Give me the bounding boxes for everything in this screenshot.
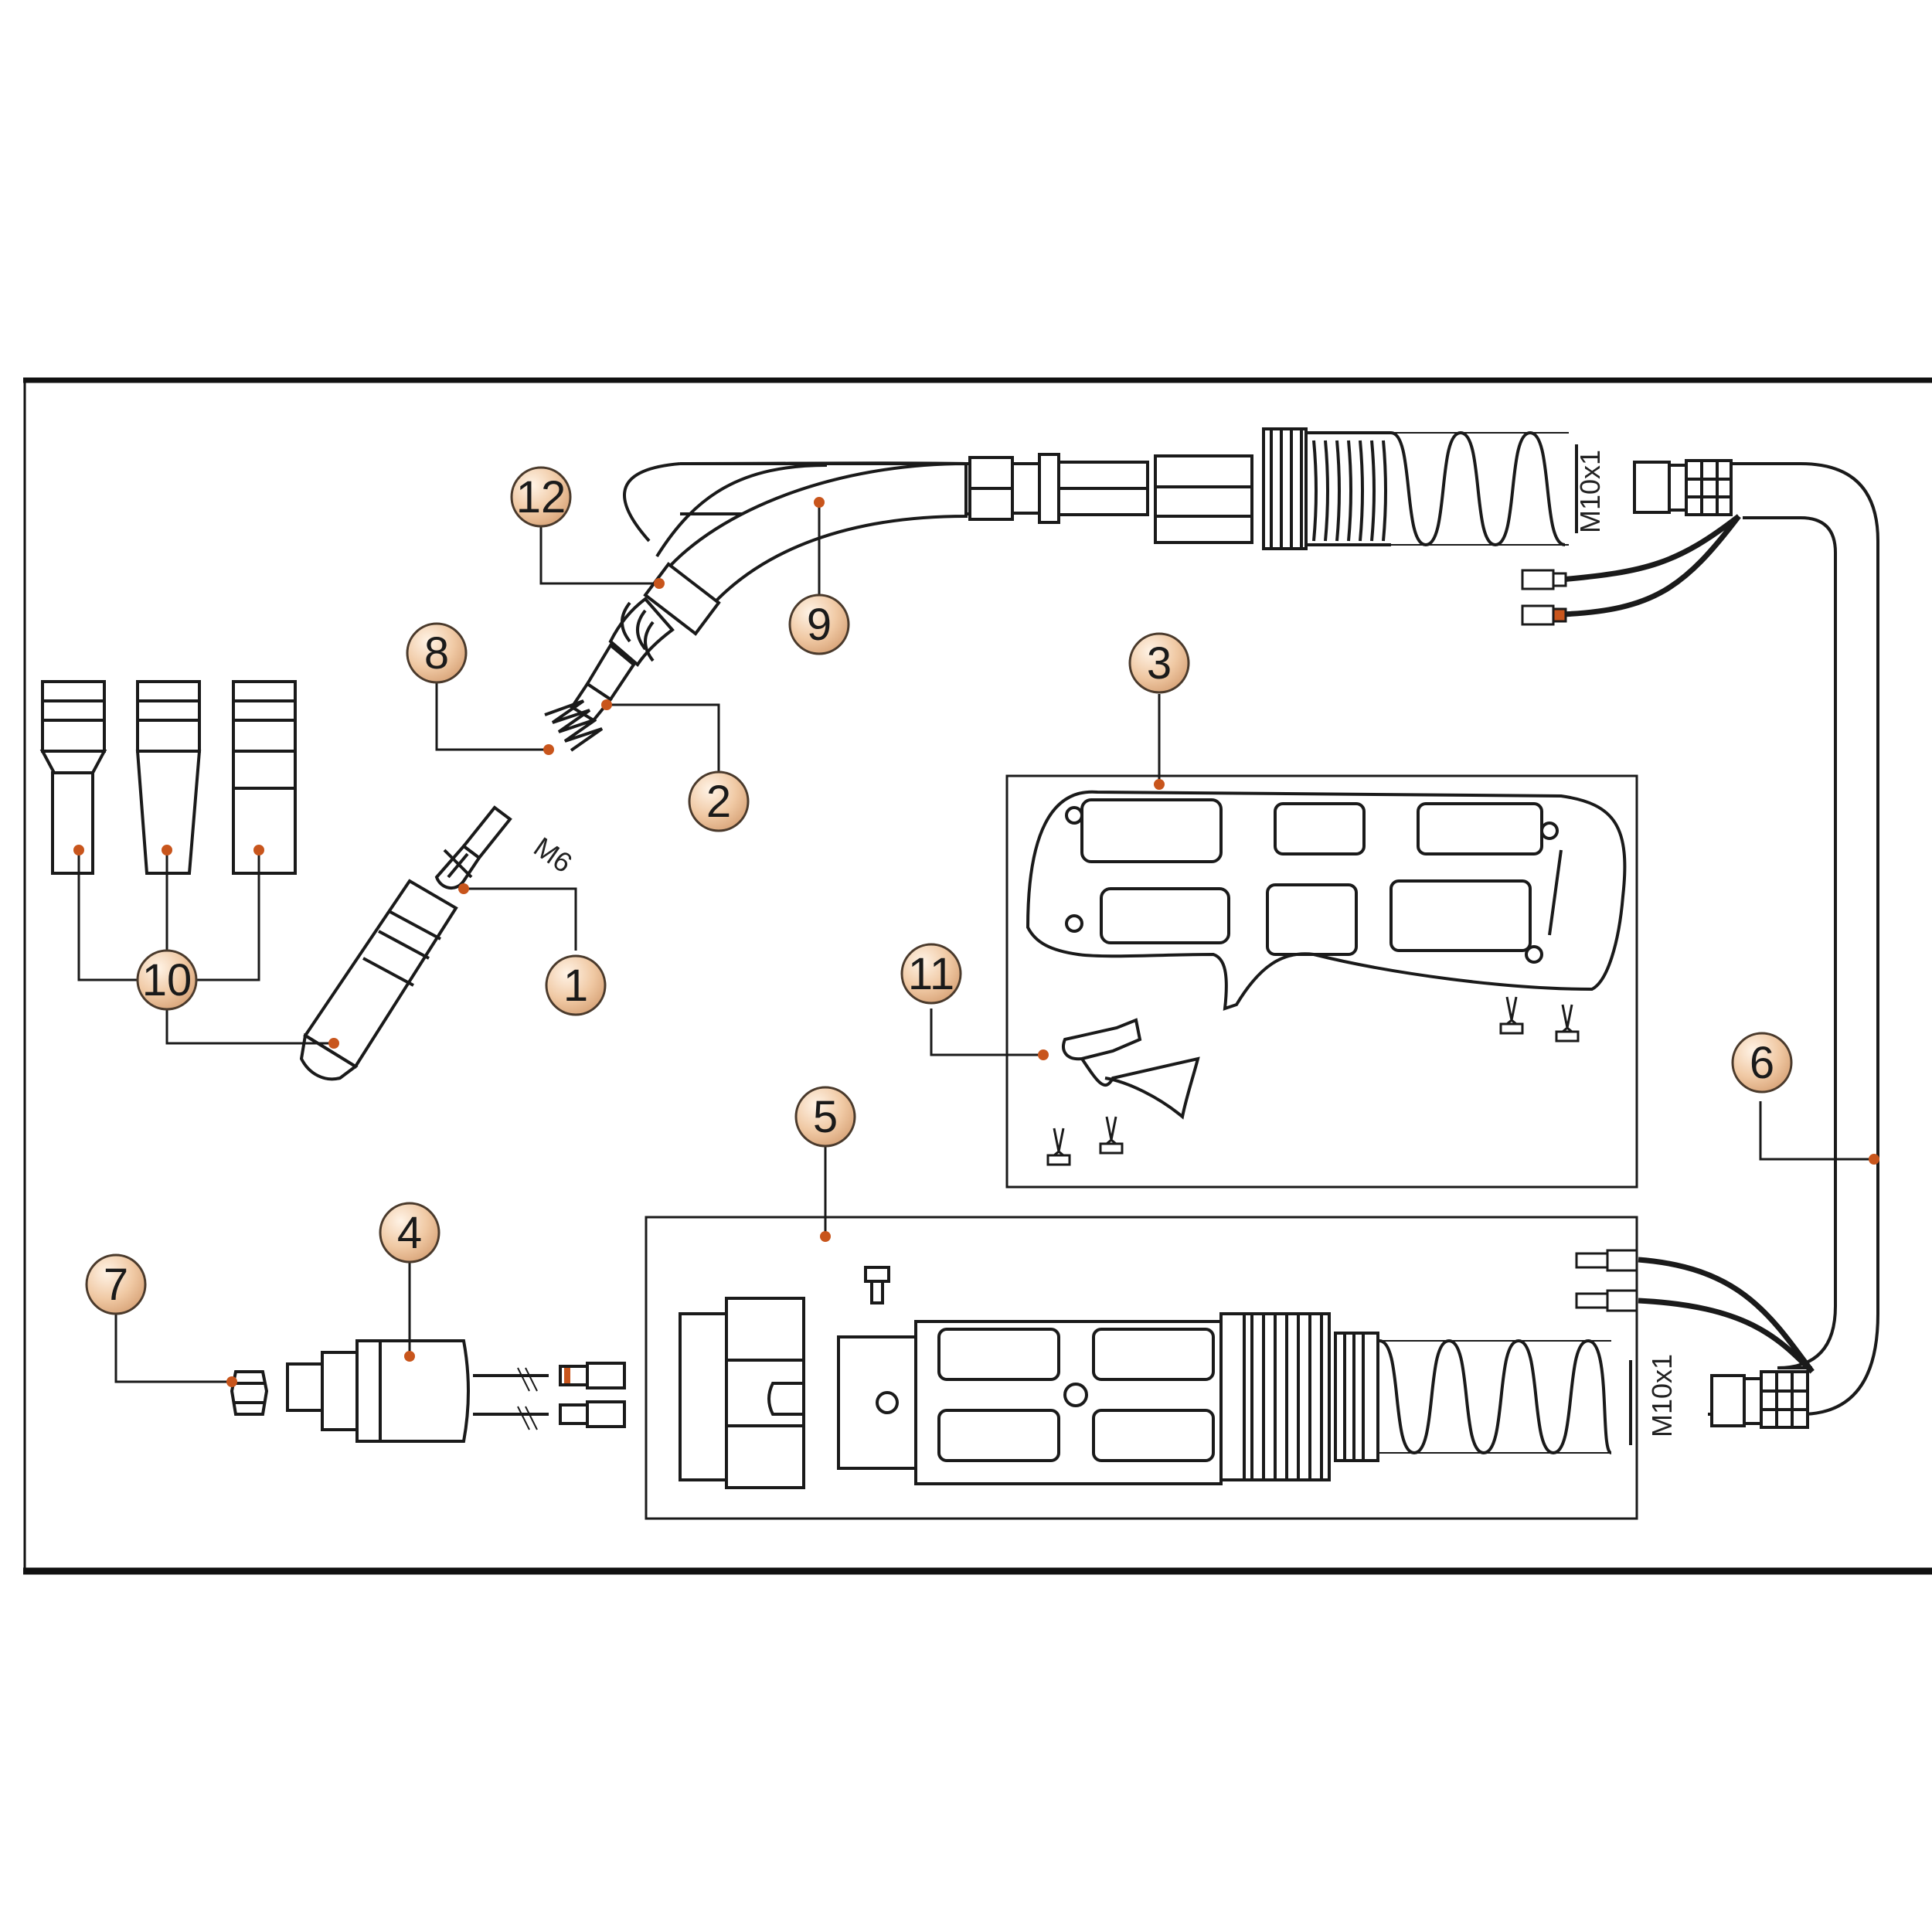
tip-spring: [544, 699, 604, 752]
handle-box: [1005, 774, 1638, 1189]
bottom-spring-guard: [1334, 1332, 1632, 1462]
bottom-connector-thread-label: M10x1: [1646, 1354, 1678, 1437]
handle-screws: [1046, 996, 1580, 1166]
leader-dots: [73, 497, 1879, 1387]
callout-4-label: 4: [397, 1208, 422, 1258]
top-spring-guard: [1262, 427, 1569, 550]
callout-1-label: 1: [563, 961, 588, 1011]
callout-2: 2: [688, 770, 750, 832]
callout-8-label: 8: [424, 628, 449, 679]
cable-assembly: [1708, 462, 1879, 1416]
top-connector-thread-label: M10x1: [1574, 450, 1606, 533]
callout-5: 5: [794, 1086, 856, 1148]
tip-thread-label: M6: [528, 831, 577, 879]
adapter: [286, 1339, 626, 1443]
callout-9: 9: [788, 594, 850, 655]
callout-7-label: 7: [104, 1260, 128, 1310]
bottom-connector: [1710, 1370, 1809, 1429]
callout-10: 10: [136, 949, 198, 1011]
callout-10-label: 10: [142, 955, 192, 1005]
nut: [230, 1370, 269, 1416]
top-wires: [1521, 514, 1741, 626]
callout-6: 6: [1731, 1032, 1793, 1094]
callout-3-label: 3: [1147, 638, 1172, 689]
nozzle-set: [39, 680, 297, 875]
diagram-frame: [23, 377, 1932, 1575]
gas-diffuser-group: [570, 562, 721, 723]
callout-4: 4: [379, 1202, 440, 1264]
bottom-wires: [1575, 1249, 1815, 1374]
callout-2-label: 2: [706, 777, 731, 827]
neck-tube: [662, 453, 1253, 613]
callout-9-label: 9: [807, 600, 832, 650]
callout-3: 3: [1128, 632, 1190, 694]
central-connector: [679, 1266, 1331, 1489]
contact-tip-assembly: [299, 805, 512, 1081]
callout-11: 11: [900, 943, 962, 1005]
top-connector: [1575, 444, 1733, 533]
callout-8: 8: [406, 622, 468, 684]
callout-1: 1: [545, 954, 607, 1016]
callout-7: 7: [85, 1253, 147, 1315]
callout-12-label: 12: [516, 472, 566, 522]
callout-11-label: 11: [908, 949, 954, 999]
callout-6-label: 6: [1750, 1038, 1774, 1088]
trigger: [1062, 1018, 1200, 1120]
callout-5-label: 5: [813, 1092, 838, 1142]
leader-lines: [77, 502, 1874, 1383]
callout-12: 12: [510, 466, 572, 528]
handle-shell: [1026, 790, 1627, 1011]
connector-box: [645, 1216, 1638, 1520]
